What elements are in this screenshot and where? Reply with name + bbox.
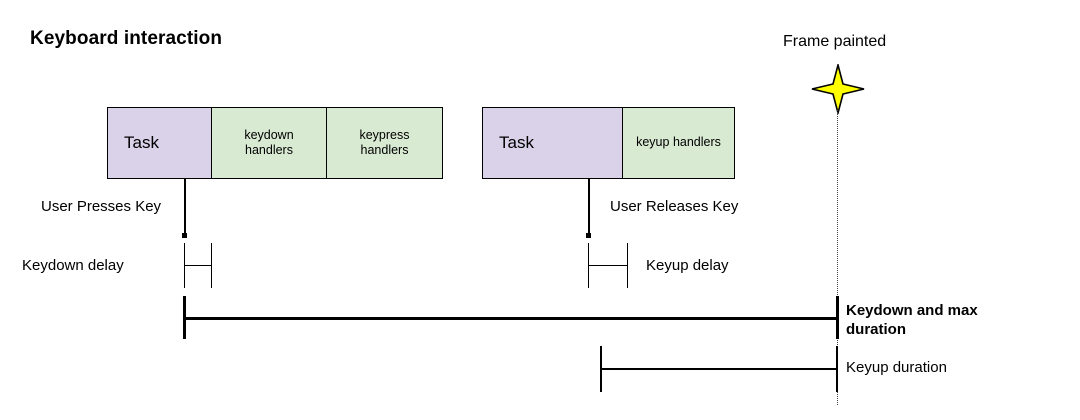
keydown-handlers-label: keydown handlers (244, 127, 294, 157)
keyup-duration-label: Keyup duration (846, 359, 947, 376)
page-title: Keyboard interaction (30, 28, 223, 49)
frame-painted-label: Frame painted (783, 33, 887, 50)
keydown-delay-label: Keydown delay (22, 257, 124, 274)
keypress-handlers-block[interactable]: keypress handlers (326, 107, 443, 179)
keypress-handlers-label: keypress handlers (359, 127, 410, 157)
keydown-duration-span (183, 317, 839, 321)
task-block-keyup[interactable]: Task (482, 107, 623, 179)
task-block-keyup-label: Task (499, 132, 534, 152)
release-event-connector (588, 179, 590, 236)
press-event-connector (184, 179, 186, 236)
frame-painted-guideline (837, 110, 838, 405)
keydown-delay-span (184, 265, 212, 267)
user-releases-key-label: User Releases Key (610, 198, 739, 215)
task-block-keydown[interactable]: Task (107, 107, 212, 179)
four-point-star-icon (810, 61, 866, 117)
keyup-handlers-label: keyup handlers (636, 135, 721, 150)
task-block-keydown-label: Task (124, 132, 159, 152)
press-event-arrowhead (182, 233, 187, 238)
keydown-handlers-block[interactable]: keydown handlers (211, 107, 327, 179)
keyup-handlers-block[interactable]: keyup handlers (622, 107, 735, 179)
keydown-max-duration-label: Keydown and max duration (846, 302, 978, 339)
keyup-duration-span (600, 368, 837, 370)
keyup-delay-label: Keyup delay (646, 257, 729, 274)
user-presses-key-label: User Presses Key (41, 198, 162, 215)
release-event-arrowhead (586, 233, 591, 238)
keyup-delay-span (588, 265, 628, 267)
